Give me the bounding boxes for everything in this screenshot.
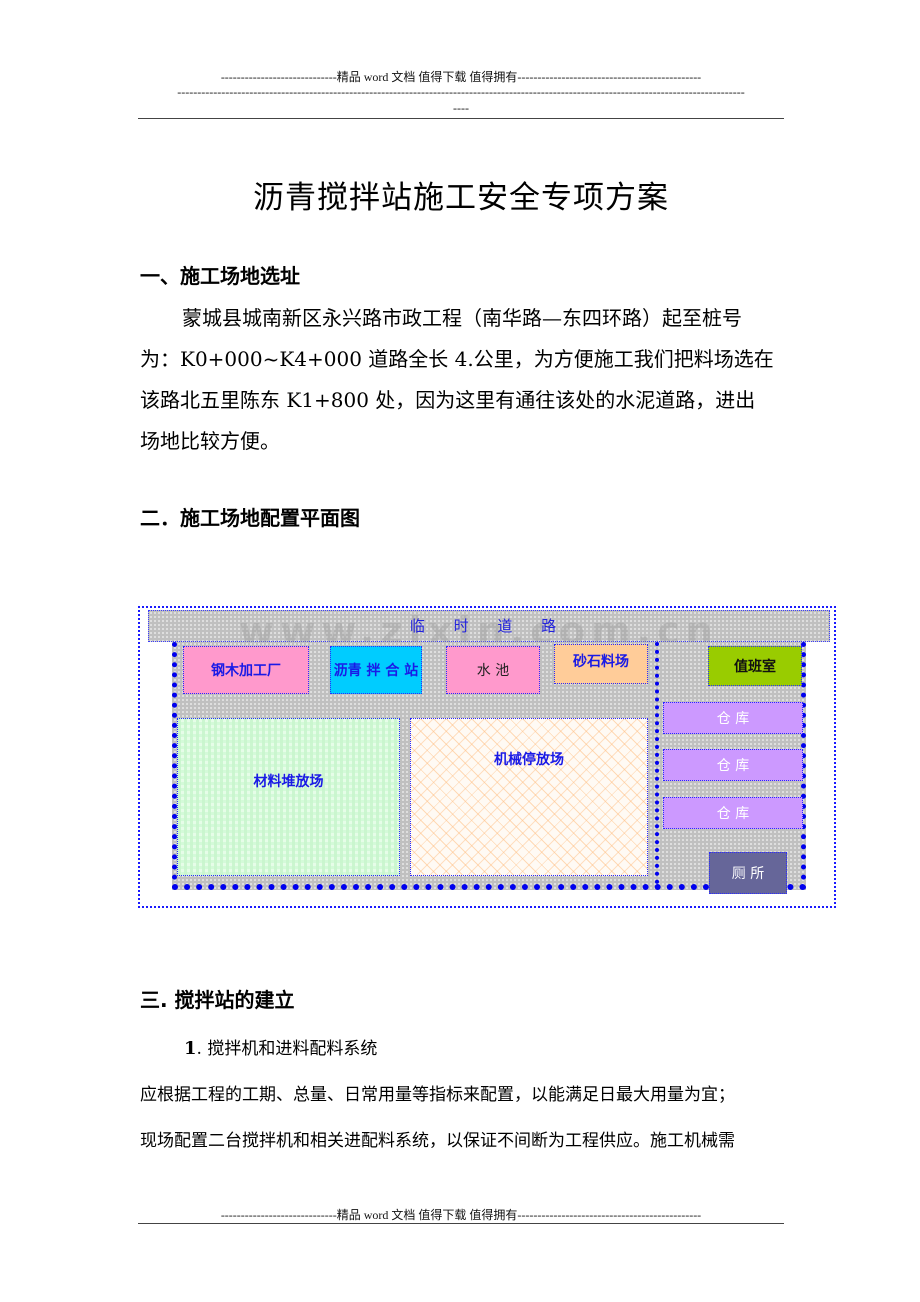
header-rule xyxy=(138,118,784,119)
gravel-yard: 砂石料场 xyxy=(554,644,648,684)
document-title: 沥青搅拌站施工安全专项方案 xyxy=(253,180,669,216)
asphalt-mixing-plant: 沥青 拌 合 站 xyxy=(330,646,422,694)
footer-rule xyxy=(138,1223,784,1224)
area-label: 水 池 xyxy=(476,663,510,679)
section1-heading: 一、施工场地选址 xyxy=(140,264,300,288)
section3-heading: 三. 搅拌站的建立 xyxy=(140,984,295,1013)
site-yard: 钢木加工厂 沥青 拌 合 站 水 池 砂石料场 值班室 材料堆放场 机械停放场 … xyxy=(172,642,806,894)
header-dash-line: ----------------------------------------… xyxy=(177,85,745,99)
warehouse-1: 仓 库 xyxy=(663,702,803,734)
section3-line: 现场配置二台搅拌机和相关进配料系统，以保证不间断为工程供应。施工机械需 xyxy=(140,1131,735,1151)
subsection-number: 1 xyxy=(184,1038,197,1059)
area-label: 砂石料场 xyxy=(573,654,629,670)
toilet: 厕 所 xyxy=(709,852,787,894)
paragraph-line: 为：K0+000~K4+000 道路全长 4.公里，为方便施工我们把料场选在 xyxy=(140,347,774,371)
subsection-title: . 搅拌机和进料配料系统 xyxy=(196,1039,378,1059)
road-label: 临 时 道 路 xyxy=(409,617,569,635)
yard-divider xyxy=(655,642,659,884)
temporary-road: www.zixin.com.cn 临 时 道 路 xyxy=(148,609,830,653)
area-label: 钢木加工厂 xyxy=(211,663,281,679)
warehouse-3: 仓 库 xyxy=(663,797,803,829)
area-label: 厕 所 xyxy=(731,866,765,882)
area-label: 仓 库 xyxy=(716,806,750,822)
area-label: 材料堆放场 xyxy=(253,774,324,790)
section3-line: 应根据工程的工期、总量、日常用量等指标来配置，以能满足日最大用量为宜； xyxy=(140,1085,735,1105)
machinery-parking-yard: 机械停放场 xyxy=(410,718,648,876)
material-storage-yard: 材料堆放场 xyxy=(177,718,400,876)
area-label: 值班室 xyxy=(734,659,776,675)
warehouse-2: 仓 库 xyxy=(663,749,803,781)
paragraph-line: 场地比较方便。 xyxy=(140,429,280,453)
section1-paragraph: 蒙城县城南新区永兴路市政工程（南华路—东四环路）起至桩号 为：K0+000~K4… xyxy=(140,298,784,462)
footer-watermark-line: -----------------------------精品 word 文档 … xyxy=(220,1208,702,1222)
header-watermark-line: -----------------------------精品 word 文档 … xyxy=(220,70,702,84)
area-label: 机械停放场 xyxy=(494,752,564,768)
subsection-heading: 1. 搅拌机和进料配料系统 xyxy=(184,1034,828,1059)
area-label: 仓 库 xyxy=(716,758,750,774)
paragraph-line: 蒙城县城南新区永兴路市政工程（南华路—东四环路）起至桩号 xyxy=(182,306,742,330)
water-pool: 水 池 xyxy=(446,646,540,694)
area-label: 沥青 拌 合 站 xyxy=(333,663,419,679)
steel-wood-workshop: 钢木加工厂 xyxy=(183,646,309,694)
paragraph-line: 该路北五里陈东 K1+800 处，因为这里有通往该处的水泥道路，进出 xyxy=(140,388,756,412)
header-dash-tail: ---- xyxy=(453,101,469,115)
site-plan-diagram: www.zixin.com.cn 临 时 道 路 钢木加工厂 沥青 拌 合 站 … xyxy=(138,606,836,908)
area-label: 仓 库 xyxy=(716,711,750,727)
section2-heading: 二．施工场地配置平面图 xyxy=(140,506,360,530)
duty-room: 值班室 xyxy=(708,646,802,686)
section3-heading-text: 三. 搅拌站的建立 xyxy=(140,988,295,1012)
